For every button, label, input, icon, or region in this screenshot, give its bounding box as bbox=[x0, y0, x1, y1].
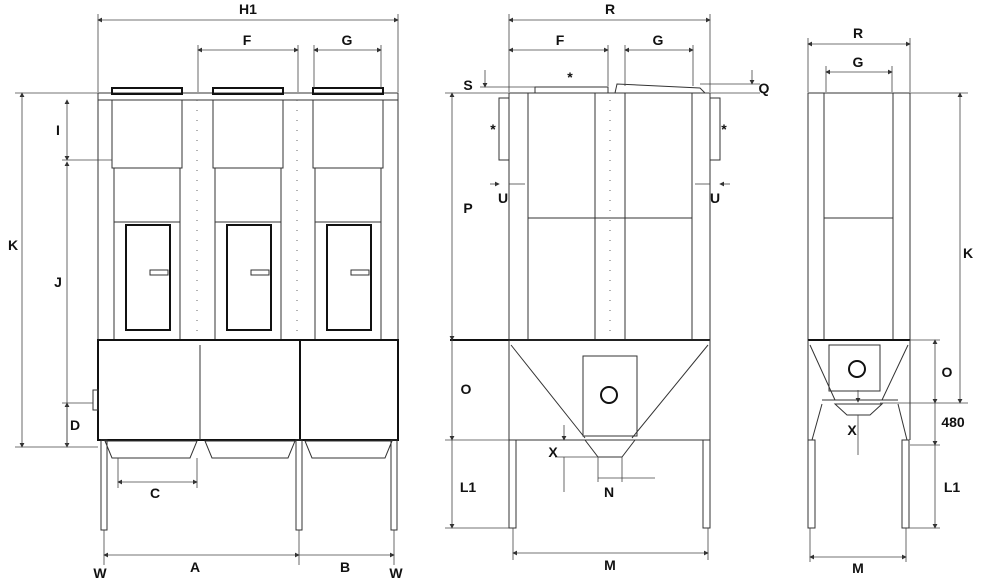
dim-label-f: F bbox=[243, 32, 252, 48]
dim-label-w-left: W bbox=[93, 565, 107, 581]
dim-label-o: O bbox=[461, 381, 472, 397]
dim-label-g: G bbox=[653, 32, 664, 48]
dim-label-s: S bbox=[463, 77, 472, 93]
dim-label-j: J bbox=[54, 274, 62, 290]
dim-label-f: F bbox=[556, 32, 565, 48]
dim-label-p: P bbox=[463, 200, 472, 216]
dim-label-k: K bbox=[8, 237, 18, 253]
filter-module bbox=[111, 87, 183, 341]
end-view: R G K O 480 X L1 M bbox=[807, 25, 973, 576]
dim-label-l1: L1 bbox=[944, 479, 961, 495]
note-asterisk-top: * bbox=[567, 69, 573, 85]
dim-label-i: I bbox=[56, 122, 60, 138]
front-view: H1 F G I J K D C A B W W bbox=[8, 1, 403, 581]
dim-label-n: N bbox=[604, 484, 614, 500]
dim-label-r: R bbox=[853, 25, 863, 41]
dim-label-q: Q bbox=[759, 80, 770, 96]
dim-label-m: M bbox=[604, 557, 616, 573]
dim-label-a: A bbox=[190, 559, 200, 575]
dim-label-g: G bbox=[342, 32, 353, 48]
dim-label-k: K bbox=[963, 245, 973, 261]
side-view: R F G S Q * * * U U P O L1 X N M bbox=[445, 1, 770, 573]
dim-label-u-right: U bbox=[710, 190, 720, 206]
dim-label-c: C bbox=[150, 485, 160, 501]
dim-label-l1: L1 bbox=[460, 479, 477, 495]
dim-label-x: X bbox=[548, 444, 558, 460]
note-asterisk-left: * bbox=[490, 121, 496, 137]
dim-label-u-left: U bbox=[498, 190, 508, 206]
note-asterisk-right: * bbox=[721, 121, 727, 137]
dim-label-o: O bbox=[942, 364, 953, 380]
dim-label-w-right: W bbox=[389, 565, 403, 581]
filter-module bbox=[212, 87, 284, 341]
dim-label-x: X bbox=[847, 422, 857, 438]
dim-label-g: G bbox=[853, 54, 864, 70]
dim-label-480: 480 bbox=[941, 414, 965, 430]
filter-module bbox=[312, 87, 384, 341]
dim-label-m: M bbox=[852, 560, 864, 576]
dim-label-h1: H1 bbox=[239, 1, 257, 17]
dim-label-b: B bbox=[340, 559, 350, 575]
dim-label-d: D bbox=[70, 417, 80, 433]
dim-label-r: R bbox=[605, 1, 615, 17]
